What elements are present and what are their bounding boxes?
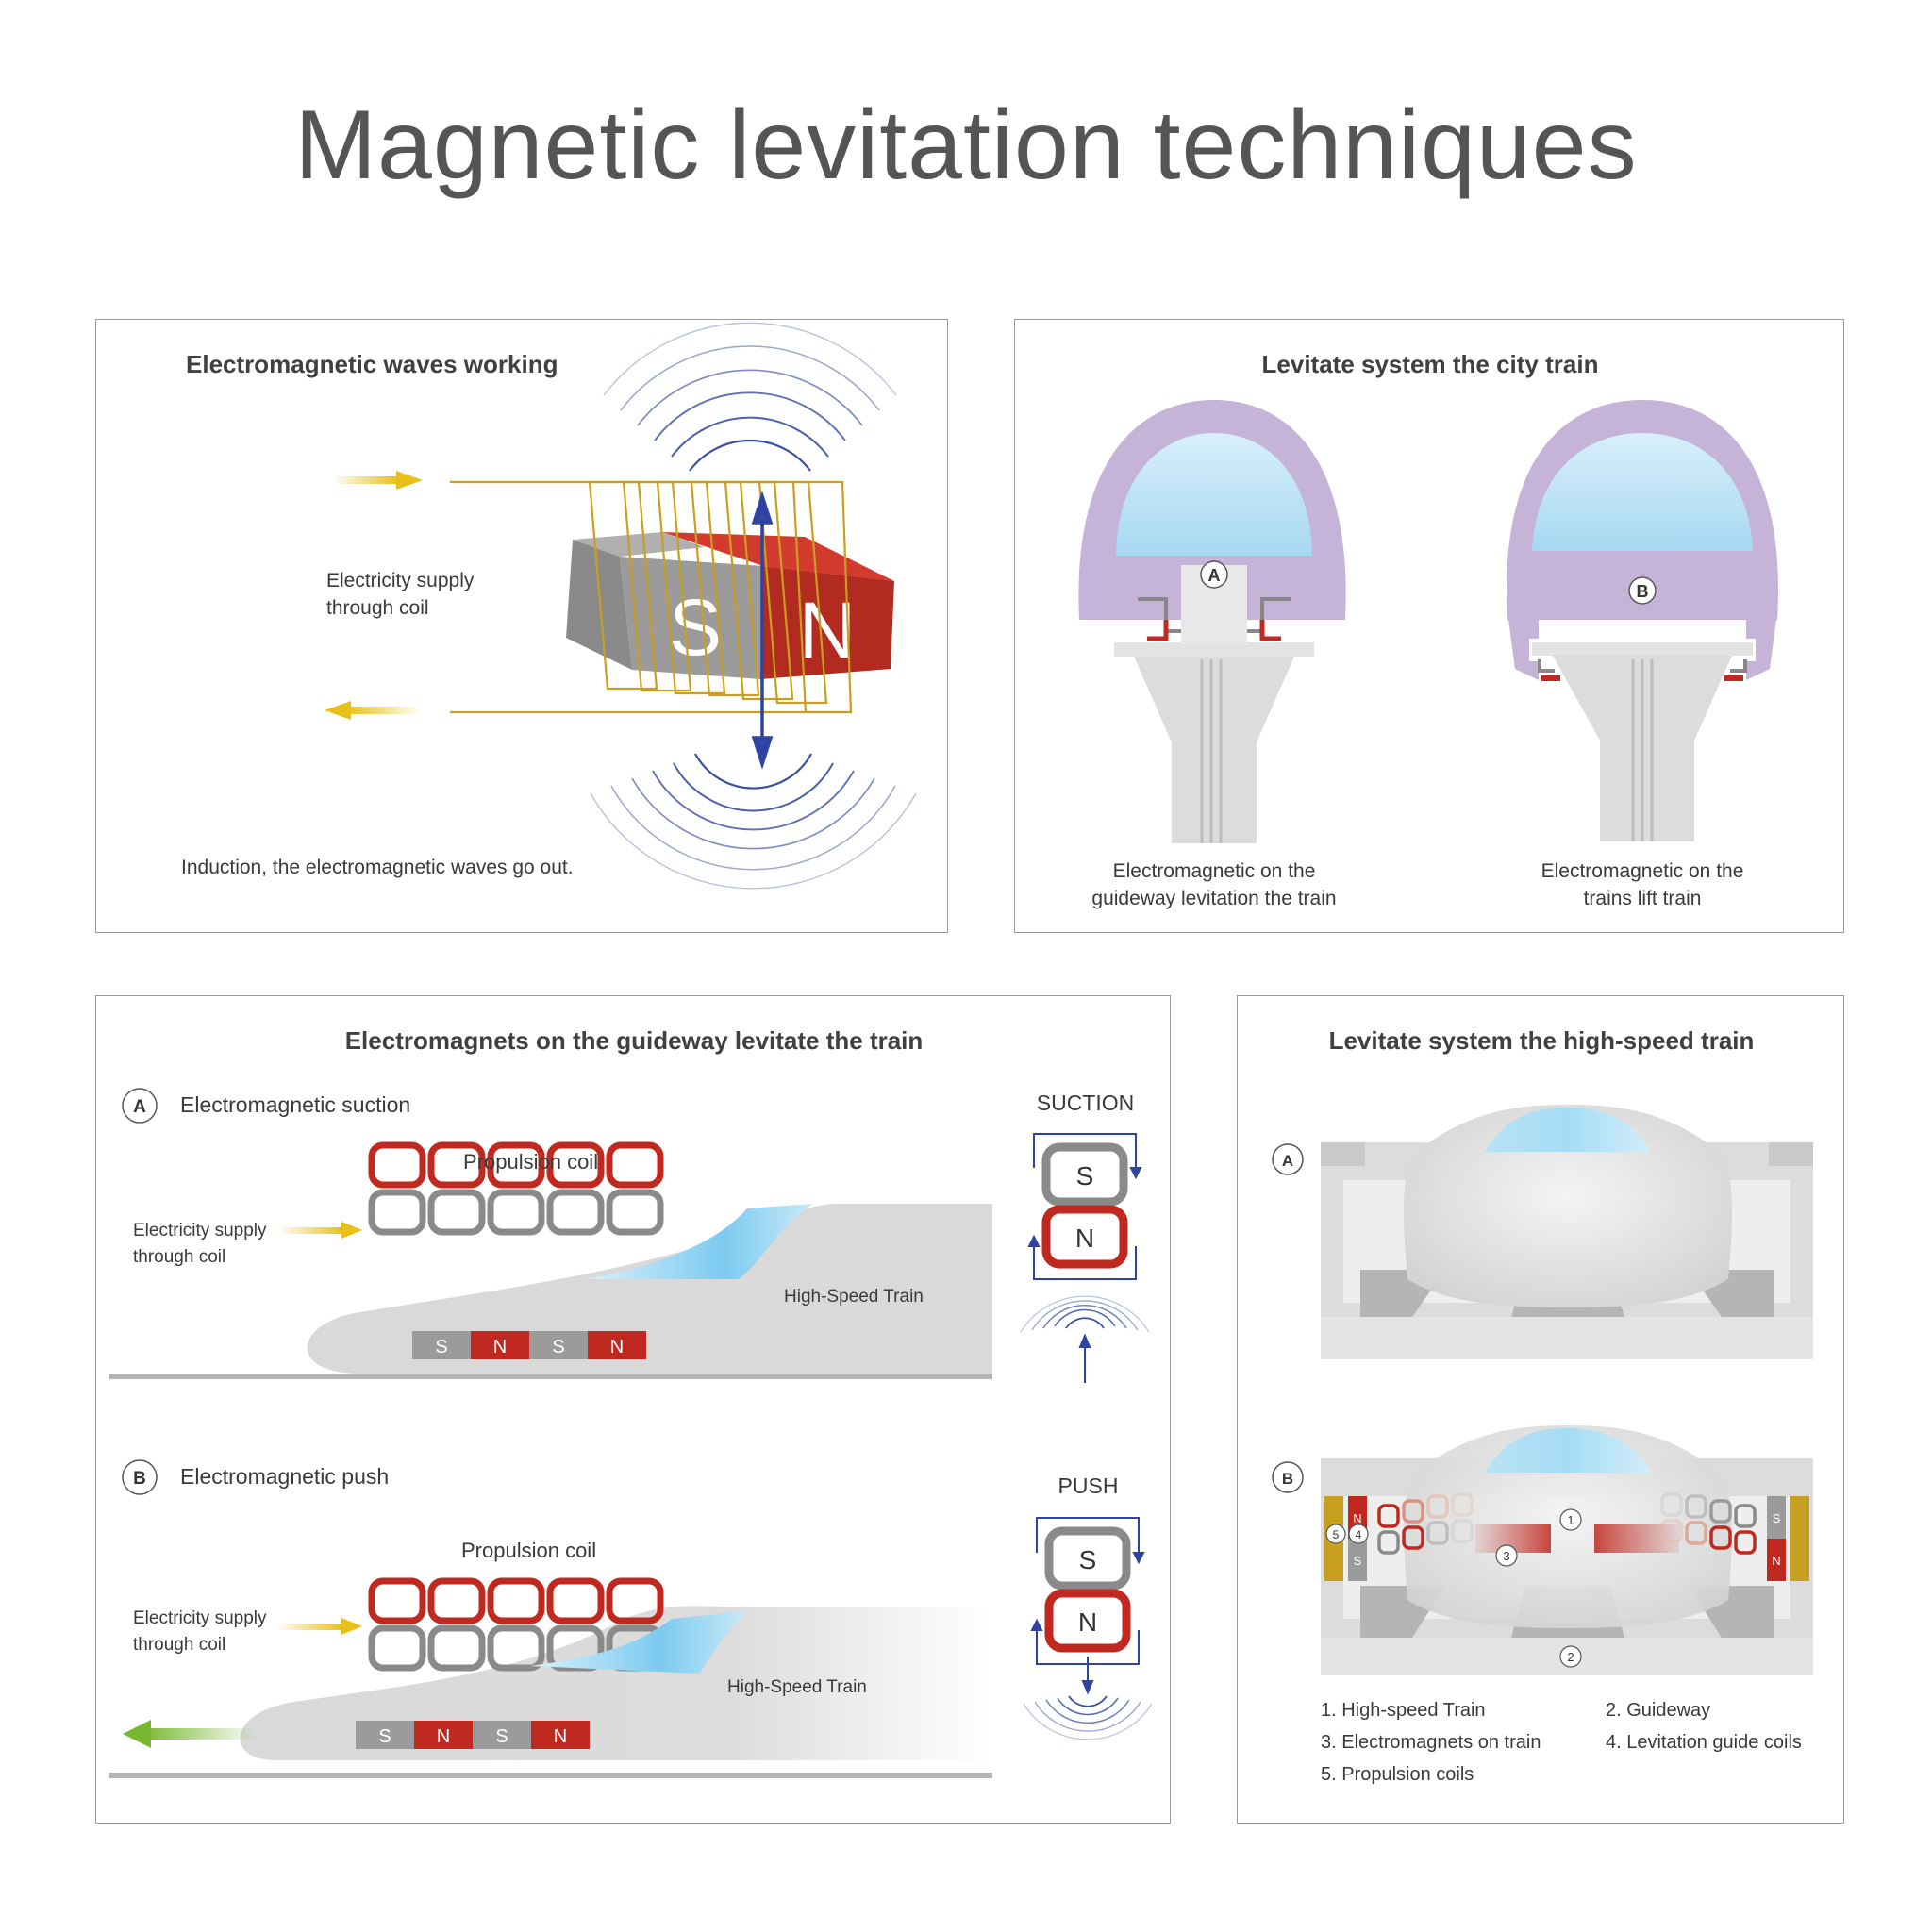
- section-a-badge-text: A: [133, 1097, 146, 1117]
- marker-a-text: A: [1208, 566, 1221, 585]
- panel-guideway-levitation: Electromagnets on the guideway levitate …: [95, 995, 1171, 1824]
- induction-caption: Induction, the electromagnetic waves go …: [181, 857, 574, 878]
- marker-3: 3: [1495, 1544, 1518, 1567]
- train-magnets-b: S N S N: [356, 1721, 590, 1749]
- magnet-coil-diagram: S N: [325, 322, 917, 890]
- legend-item-5: 5. Propulsion coils: [1321, 1764, 1474, 1785]
- svg-text:3: 3: [1503, 1549, 1509, 1563]
- magnet-a-2: S: [552, 1337, 564, 1357]
- legend-item-4: 4. Levitation guide coils: [1606, 1732, 1802, 1753]
- high-speed-train-diagrams: A B N: [1272, 1105, 1813, 1675]
- page-title: Magnetic levitation techniques: [294, 91, 1638, 200]
- panel-title: Electromagnetic waves working: [186, 350, 558, 378]
- push-top-pole: S: [1079, 1545, 1097, 1574]
- current-in-arrow: [332, 471, 423, 490]
- guideway-diagrams: A S: [109, 1088, 1153, 1778]
- marker-b-badge: [1628, 576, 1657, 605]
- suction-bottom-pole: N: [1075, 1224, 1094, 1253]
- panel-electromagnetic-waves: Electromagnetic waves working Electricit…: [95, 319, 948, 933]
- section-b-badge-text: B: [133, 1469, 146, 1489]
- hs-badge-a: [1272, 1143, 1304, 1175]
- city-train-diagrams: A B: [1078, 400, 1778, 843]
- panel-title: Electromagnets on the guideway levitate …: [344, 1026, 924, 1055]
- coil-windings: [588, 480, 853, 714]
- magnet-b-1: N: [437, 1726, 450, 1747]
- section-b-badge: [122, 1459, 158, 1495]
- high-speed-train-a: [1403, 1105, 1733, 1307]
- city-train-a: A: [1078, 400, 1346, 843]
- legend-item-2: 2. Guideway: [1606, 1700, 1711, 1721]
- magnet-b-0: S: [378, 1726, 391, 1747]
- hs-badge-a-text: A: [1282, 1152, 1293, 1170]
- wave-arcs-bottom: [590, 753, 917, 890]
- propulsion-coils-a: [368, 1141, 664, 1236]
- guide-right-n: N: [1772, 1554, 1780, 1568]
- section-b-heading: Electromagnetic push: [180, 1464, 390, 1489]
- suction-mode-label: SUCTION: [1036, 1091, 1135, 1115]
- city-a-caption-line1: Electromagnetic on the: [1112, 860, 1316, 882]
- train-magnets-a: S N S N: [412, 1331, 646, 1359]
- hs-badge-b-text: B: [1282, 1470, 1293, 1488]
- magnetic-field-arrow: [751, 491, 774, 770]
- motion-arrow-b: [123, 1720, 257, 1748]
- train-label-a: High-Speed Train: [784, 1287, 924, 1307]
- south-pole-label: S: [669, 583, 722, 672]
- magnet-a-1: N: [493, 1337, 507, 1357]
- hs-badge-b: [1272, 1461, 1304, 1493]
- supply-b-line1: Electricity supply: [133, 1608, 267, 1628]
- supply-arrow-a: [277, 1222, 362, 1239]
- panel-title: Levitate system the high-speed train: [1328, 1026, 1755, 1055]
- magnet-b-2: S: [495, 1726, 508, 1747]
- coil-label-b: Propulsion coil: [461, 1539, 597, 1562]
- panel-title: Levitate system the city train: [1261, 350, 1599, 378]
- suction-top-pole: S: [1076, 1161, 1094, 1191]
- marker-4: 4: [1348, 1524, 1369, 1544]
- section-a-heading: Electromagnetic suction: [180, 1092, 411, 1117]
- supply-label-line2: through coil: [326, 597, 429, 619]
- marker-1: 1: [1559, 1508, 1582, 1531]
- supply-b-line2: through coil: [133, 1635, 226, 1655]
- current-out-arrow: [325, 701, 423, 720]
- train-coils-left: [1377, 1492, 1474, 1555]
- city-a-caption-line2: guideway levitation the train: [1091, 888, 1337, 909]
- panel-high-speed-train: Levitate system the high-speed train A: [1237, 995, 1844, 1824]
- section-a-badge: [122, 1088, 158, 1124]
- levitation-guide-right: S N: [1767, 1496, 1809, 1581]
- svg-text:2: 2: [1567, 1650, 1574, 1664]
- supply-a-line1: Electricity supply: [133, 1221, 267, 1241]
- supply-label-line1: Electricity supply: [326, 570, 475, 591]
- magnet-b-3: N: [554, 1726, 567, 1747]
- marker-5: 5: [1325, 1524, 1346, 1544]
- train-coils-right: [1660, 1492, 1757, 1555]
- legend-item-3: 3. Electromagnets on train: [1321, 1732, 1541, 1753]
- push-mode-label: PUSH: [1058, 1474, 1119, 1498]
- marker-a-badge: [1200, 560, 1228, 589]
- supply-arrow-b: [277, 1618, 362, 1635]
- wave-arcs-top: [603, 322, 897, 472]
- guide-left-s: S: [1354, 1554, 1362, 1568]
- marker-2: 2: [1559, 1645, 1582, 1668]
- push-bottom-pole: N: [1078, 1607, 1097, 1637]
- supply-a-line2: through coil: [133, 1247, 226, 1267]
- guide-left-n: N: [1353, 1511, 1361, 1525]
- svg-text:5: 5: [1333, 1528, 1340, 1541]
- city-b-caption-line2: trains lift train: [1583, 888, 1702, 909]
- magnet-a-0: S: [435, 1337, 447, 1357]
- train-label-b: High-Speed Train: [727, 1677, 867, 1697]
- marker-b-text: B: [1637, 582, 1649, 601]
- guide-right-s: S: [1773, 1511, 1781, 1525]
- panel-city-train: Levitate system the city train A: [1014, 319, 1844, 933]
- suction-electromagnet: S N: [1020, 1133, 1150, 1383]
- coil-label-a: Propulsion coil: [463, 1150, 599, 1174]
- legend-item-1: 1. High-speed Train: [1321, 1700, 1486, 1721]
- push-electromagnet: S N: [1023, 1517, 1153, 1740]
- svg-text:4: 4: [1356, 1528, 1362, 1541]
- magnet-a-3: N: [610, 1337, 624, 1357]
- city-train-b: B: [1507, 400, 1778, 841]
- city-b-caption-line1: Electromagnetic on the: [1541, 860, 1744, 882]
- svg-text:1: 1: [1567, 1513, 1574, 1527]
